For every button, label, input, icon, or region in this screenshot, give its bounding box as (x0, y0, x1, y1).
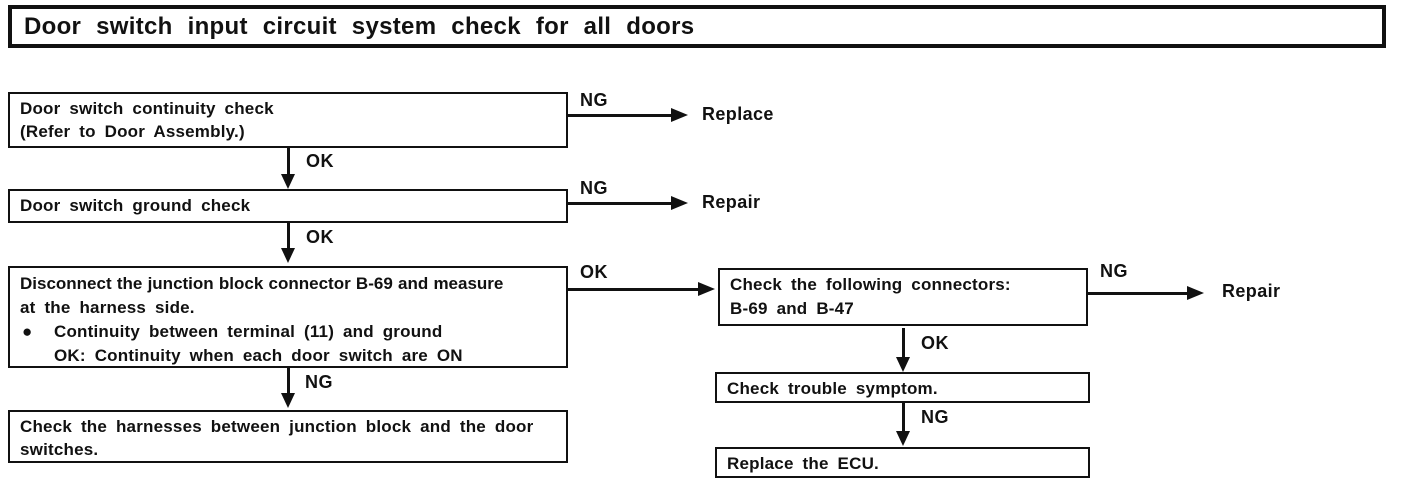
box-text-line: OK: Continuity when each door switch are… (20, 344, 556, 368)
box-text-line: Check the following connectors: (730, 275, 1011, 294)
arrowhead-down-icon (896, 357, 910, 372)
edge-label-ng: NG (921, 407, 949, 427)
arrowhead-right-icon (698, 282, 715, 296)
arrowhead-right-icon (671, 196, 688, 210)
box-text-line: (Refer to Door Assembly.) (20, 122, 245, 141)
result-replace: Replace (702, 104, 774, 124)
page-title-text: Door switch input circuit system check f… (24, 12, 695, 40)
connector-ng-connectors (1088, 292, 1196, 295)
result-repair-1: Repair (702, 192, 761, 212)
box-text-line: Door switch continuity check (20, 99, 274, 118)
arrowhead-down-icon (281, 393, 295, 408)
edge-label-ng: NG (580, 178, 608, 198)
box-check-connectors: Check the following connectors: B-69 and… (718, 268, 1088, 326)
box-check-harnesses: Check the harnesses between junction blo… (8, 410, 568, 463)
page-title: Door switch input circuit system check f… (8, 5, 1386, 48)
box-bullet-row: ● Continuity between terminal (11) and g… (20, 320, 556, 344)
edge-label-ng: NG (1100, 261, 1128, 281)
arrowhead-down-icon (281, 174, 295, 189)
box-door-switch-continuity-check: Door switch continuity check (Refer to D… (8, 92, 568, 148)
box-text-line: B-69 and B-47 (730, 299, 854, 318)
box-text-line: switches. (20, 440, 99, 459)
bullet-icon: ● (22, 322, 33, 341)
arrowhead-right-icon (671, 108, 688, 122)
box-text-line: Continuity between terminal (11) and gro… (54, 322, 443, 341)
connector-ng-continuity (568, 114, 680, 117)
edge-label-ng: NG (580, 90, 608, 110)
edge-label-ok: OK (306, 227, 334, 247)
box-junction-block-measure: Disconnect the junction block connector … (8, 266, 568, 368)
edge-label-ok: OK (580, 262, 608, 282)
box-text-line: Check the harnesses between junction blo… (20, 417, 534, 436)
ok-condition-text: Continuity when each door switch are ON (94, 346, 463, 365)
box-text-line: Check trouble symptom. (727, 379, 938, 398)
connector-ok-connectors (902, 328, 905, 360)
box-door-switch-ground-check: Door switch ground check (8, 189, 568, 223)
connector-ok-continuity (287, 148, 290, 177)
result-repair-2: Repair (1222, 281, 1281, 301)
connector-ng-ground (568, 202, 680, 205)
box-text-line: at the harness side. (20, 298, 195, 317)
box-replace-ecu: Replace the ECU. (715, 447, 1090, 478)
arrowhead-down-icon (896, 431, 910, 446)
box-text-line: Replace the ECU. (727, 454, 879, 473)
ok-condition-label: OK: (54, 346, 86, 365)
edge-label-ok: OK (306, 151, 334, 171)
connector-ng-symptom (902, 403, 905, 434)
box-text-line: Door switch ground check (20, 196, 251, 215)
arrowhead-right-icon (1187, 286, 1204, 300)
edge-label-ng: NG (305, 372, 333, 392)
box-check-trouble-symptom: Check trouble symptom. (715, 372, 1090, 403)
connector-ok-ground (287, 223, 290, 251)
connector-ok-junction (568, 288, 702, 291)
arrowhead-down-icon (281, 248, 295, 263)
box-text-line: Disconnect the junction block connector … (20, 274, 504, 293)
edge-label-ok: OK (921, 333, 949, 353)
connector-ng-junction (287, 368, 290, 396)
